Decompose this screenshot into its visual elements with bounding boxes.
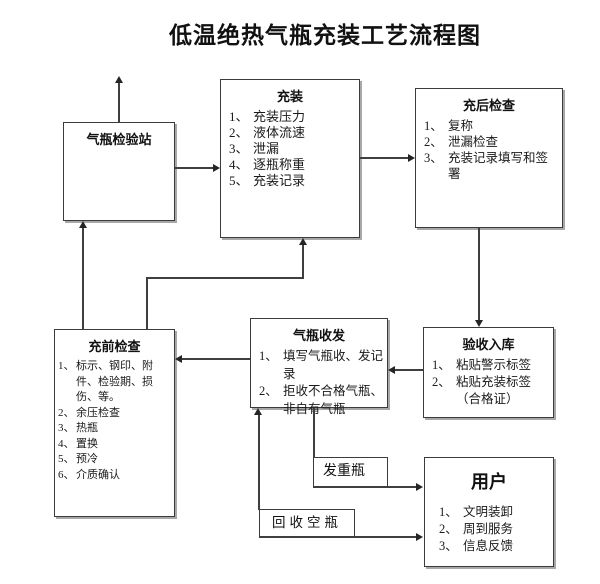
arrowhead-up-icon <box>79 221 87 228</box>
node-title: 充后检查 <box>462 98 515 113</box>
arrowhead-right-icon <box>416 483 423 491</box>
list-item: 2、粘贴充装标签（合格证） <box>432 375 532 406</box>
list-item: 5、预冷 <box>58 453 98 465</box>
connector-precheck-to-filling-line <box>146 277 148 329</box>
node-pre-filling-check: 充前检查 1、标示、钢印、附件、检验期、损伤、等。 2、余压检查 3、热瓶 4、… <box>54 329 175 517</box>
list-item: 1、充装压力 <box>229 109 306 124</box>
connector-inspection-to-filling-line <box>175 167 214 169</box>
node-title: 气瓶检验站 <box>86 132 152 147</box>
node-cylinder-receipt-dispatch: 气瓶收发 1、填写气瓶收、发记录 2、拒收不合格气瓶、非自有气瓶 <box>250 318 388 416</box>
list-item: 3、泄漏 <box>229 141 280 156</box>
list-item: 1、标示、钢印、附件、检验期、损伤、等。 <box>58 360 153 403</box>
label-recycle-empty-cylinders: 回收空瓶 <box>259 509 355 538</box>
node-post-filling-check: 充后检查 1、复称 2、泄漏检查 3、充装记录填写和签署 <box>415 88 563 228</box>
list-item: 2、泄漏检查 <box>424 135 499 149</box>
node-title: 验收入库 <box>462 337 515 352</box>
node-title: 充装 <box>276 89 303 104</box>
connector-dispatchlabel-to-user-line <box>313 486 417 488</box>
node-item-list: 1、充装压力 2、液体流速 3、泄漏 4、逐瓶称重 5、充装记录 <box>221 105 359 189</box>
arrowhead-right-icon <box>416 533 423 541</box>
list-item: 3、信息反馈 <box>439 539 514 553</box>
list-item: 1、复称 <box>424 119 474 133</box>
list-item: 4、置换 <box>58 437 98 450</box>
arrowhead-down-icon <box>475 320 483 327</box>
list-item: 2、拒收不合格气瓶、非自有气瓶 <box>259 384 384 416</box>
node-title: 充前检查 <box>88 339 141 354</box>
arrowhead-up-icon <box>299 238 307 245</box>
list-item: 4、逐瓶称重 <box>229 157 306 172</box>
list-item: 2、周到服务 <box>439 522 514 536</box>
node-title: 用户 <box>471 472 507 492</box>
node-item-list: 1、填写气瓶收、发记录 2、拒收不合格气瓶、非自有气瓶 <box>251 344 387 418</box>
connector-precheck-to-filling-line <box>302 245 304 279</box>
connector-receipt-to-precheck-line <box>182 358 250 360</box>
arrowhead-left-icon <box>388 366 395 374</box>
list-item: 1、文明装卸 <box>439 505 514 519</box>
node-user: 用户 1、文明装卸 2、周到服务 3、信息反馈 <box>424 457 554 567</box>
node-item-list: 1、文明装卸 2、周到服务 3、信息反馈 <box>425 494 553 555</box>
node-acceptance-storage: 验收入库 1、粘贴警示标签 2、粘贴充装标签（合格证） <box>423 327 554 418</box>
list-item: 1、粘贴警示标签 <box>432 358 532 372</box>
arrowhead-up-icon <box>254 408 262 415</box>
connector-postcheck-to-acceptance-line <box>478 228 480 321</box>
connector-inspection-up-line <box>118 83 120 122</box>
list-item: 3、充装记录填写和签署 <box>424 151 549 181</box>
node-filling: 充装 1、充装压力 2、液体流速 3、泄漏 4、逐瓶称重 5、充装记录 <box>220 79 360 238</box>
connector-receipt-to-dispatchlabel-line <box>313 408 315 458</box>
list-item: 3、热瓶 <box>58 422 98 434</box>
connector-filling-to-postcheck-line <box>360 157 409 159</box>
list-item: 2、余压检查 <box>58 406 120 419</box>
list-item: 1、填写气瓶收、发记录 <box>259 349 384 381</box>
list-item: 2、液体流速 <box>229 125 306 140</box>
list-item: 6、介质确认 <box>58 468 120 481</box>
connector-precheck-to-filling-line <box>146 277 304 279</box>
node-inspection-station: 气瓶检验站 <box>63 122 175 221</box>
arrowhead-right-icon <box>213 164 220 172</box>
list-item: 5、充装记录 <box>229 173 306 188</box>
label-dispatch-full-cylinders: 发重瓶 <box>313 457 388 488</box>
connector-recycle-to-user-line <box>259 536 417 538</box>
arrowhead-up-icon <box>115 76 123 83</box>
node-item-list: 1、粘贴警示标签 2、粘贴充装标签（合格证） <box>424 353 553 408</box>
connector-precheck-to-inspection-line <box>82 228 84 329</box>
page-title: 低温绝热气瓶充装工艺流程图 <box>169 23 481 48</box>
node-item-list: 1、复称 2、泄漏检查 3、充装记录填写和签署 <box>416 114 562 182</box>
arrowhead-right-icon <box>408 154 415 162</box>
connector-acceptance-to-receipt-line <box>395 369 423 371</box>
connector-recycle-to-receipt-line <box>258 415 260 510</box>
node-item-list: 1、标示、钢印、附件、检验期、损伤、等。 2、余压检查 3、热瓶 4、置换 5、… <box>55 355 174 483</box>
node-title: 气瓶收发 <box>292 328 345 343</box>
arrowhead-left-icon <box>175 355 182 363</box>
